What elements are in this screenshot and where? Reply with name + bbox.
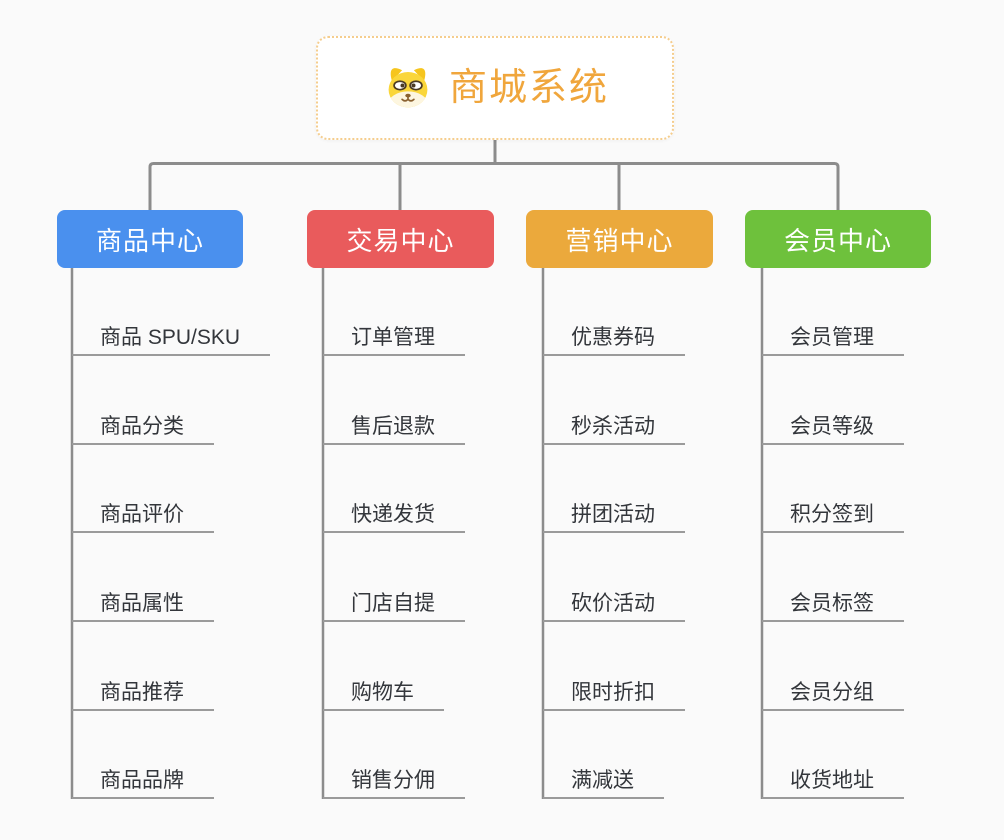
child-item[interactable]: 收货地址 (762, 765, 904, 799)
child-item[interactable]: 会员管理 (762, 322, 904, 356)
branch-label: 交易中心 (346, 225, 455, 256)
child-item[interactable]: 快递发货 (323, 499, 465, 533)
branch-member-center[interactable]: 会员中心 (745, 210, 931, 268)
child-item[interactable]: 秒杀活动 (543, 411, 685, 445)
branch-trade-center[interactable]: 交易中心 (307, 210, 494, 268)
child-item[interactable]: 订单管理 (323, 322, 465, 356)
branch-marketing-center[interactable]: 营销中心 (526, 210, 713, 268)
child-item[interactable]: 售后退款 (323, 411, 465, 445)
child-item[interactable]: 会员标签 (762, 588, 904, 622)
child-item[interactable]: 砍价活动 (543, 588, 685, 622)
root-title: 商城系统 (448, 67, 609, 109)
doge-icon (388, 68, 428, 108)
child-item[interactable]: 购物车 (323, 677, 444, 711)
child-item[interactable]: 商品属性 (72, 588, 214, 622)
child-item[interactable]: 门店自提 (323, 588, 465, 622)
branch-label: 会员中心 (783, 225, 892, 256)
child-item[interactable]: 商品品牌 (72, 765, 214, 799)
child-item[interactable]: 积分签到 (762, 499, 904, 533)
child-item[interactable]: 拼团活动 (543, 499, 685, 533)
child-item[interactable]: 商品 SPU/SKU (72, 322, 271, 356)
child-item[interactable]: 商品分类 (72, 411, 214, 445)
child-item[interactable]: 商品推荐 (72, 677, 214, 711)
branch-product-center[interactable]: 商品中心 (57, 210, 243, 268)
root-node[interactable]: 商城系统 (316, 36, 674, 140)
child-item[interactable]: 商品评价 (72, 499, 214, 533)
branch-label: 商品中心 (95, 225, 204, 256)
branch-label: 营销中心 (565, 225, 674, 256)
child-item[interactable]: 销售分佣 (323, 765, 465, 799)
child-item[interactable]: 优惠券码 (543, 322, 685, 356)
child-item[interactable]: 限时折扣 (543, 677, 685, 711)
child-item[interactable]: 会员等级 (762, 411, 904, 445)
child-item[interactable]: 满减送 (543, 765, 664, 799)
child-item[interactable]: 会员分组 (762, 677, 904, 711)
